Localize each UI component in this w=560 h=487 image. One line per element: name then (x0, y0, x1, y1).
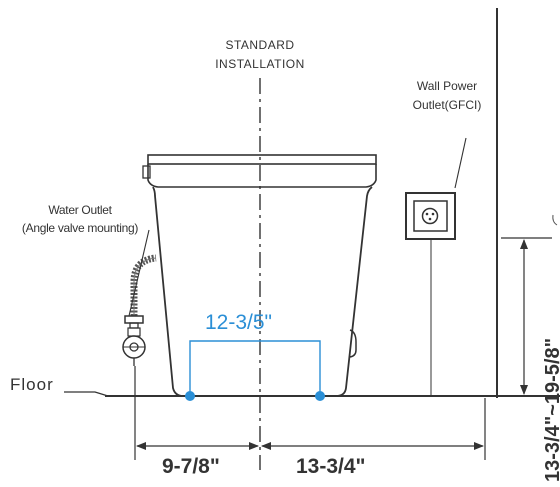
arrow-2 (249, 442, 259, 450)
floor-label: Floor (10, 375, 54, 394)
toilet-lid-bottom (147, 164, 377, 188)
blue-width-dimension: 12-3/5" (205, 311, 272, 334)
standard-installation-label: STANDARD INSTALLATION (205, 36, 315, 74)
outlet-inner (413, 200, 448, 232)
arrow-4 (474, 442, 484, 450)
edge-mark (552, 214, 558, 226)
toilet-button (142, 165, 151, 179)
left-offset-dimension: 9-7/8" (162, 455, 220, 478)
floor-leader (64, 391, 109, 397)
blue-bracket (189, 340, 321, 396)
arrow-3 (261, 442, 271, 450)
water-outlet-label: Water Outlet (Angle valve mounting) (0, 201, 160, 237)
water-outlet-line2: (Angle valve mounting) (21, 221, 139, 235)
valve-nut (124, 315, 144, 324)
standard-line2: INSTALLATION (215, 57, 305, 71)
toilet-lid (147, 154, 377, 165)
arrow-1 (136, 442, 146, 450)
height-arrow-top (520, 239, 528, 249)
water-leader (128, 229, 150, 317)
standard-line1: STANDARD (225, 38, 295, 52)
toilet-body (152, 186, 373, 397)
right-anchor-dot (315, 391, 325, 401)
wall-power-line2: Outlet(GFCI) (412, 98, 482, 112)
outlet-leader (454, 137, 467, 189)
water-hose (130, 254, 157, 316)
wall-power-label: Wall Power Outlet(GFCI) (392, 77, 502, 115)
wall-power-line1: Wall Power (416, 79, 478, 93)
right-offset-dimension: 13-3/4" (296, 455, 366, 478)
outlet-socket (421, 207, 439, 225)
left-anchor-dot (185, 391, 195, 401)
water-outlet-line1: Water Outlet (48, 203, 112, 217)
toilet-side-bump (349, 329, 357, 358)
height-arrow-bottom (520, 385, 528, 395)
outlet-height-dimension: 13-3/4"~19-5/8" (542, 337, 560, 482)
